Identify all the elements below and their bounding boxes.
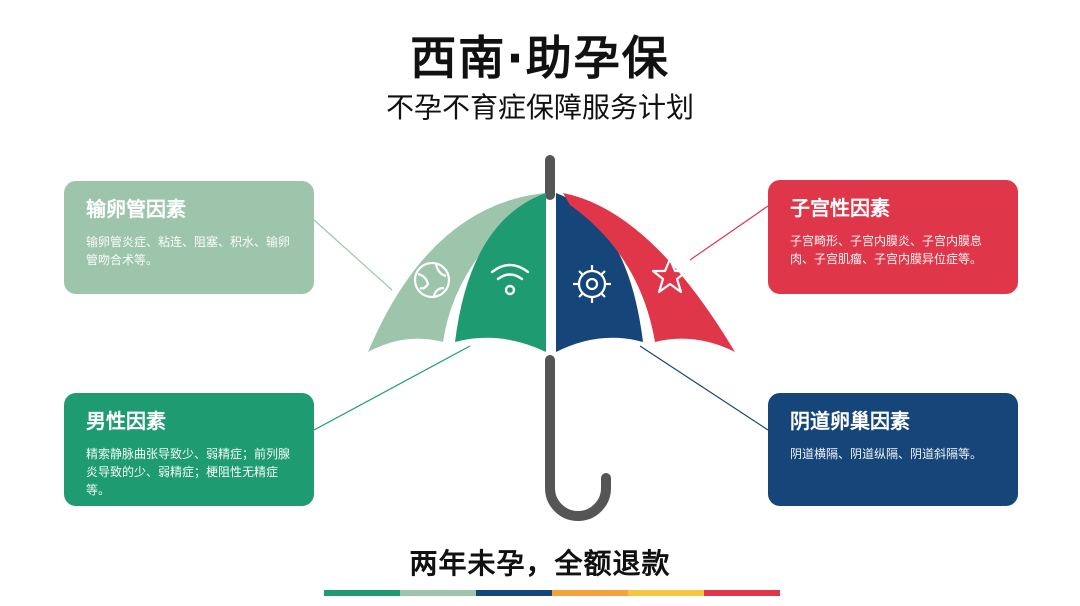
card-vaginal-ovarian: 阴道卵巢因素 阴道横隔、阴道纵隔、阴道斜隔等。 bbox=[768, 393, 1018, 506]
footer-tagline: 两年未孕，全额退款 bbox=[409, 547, 671, 580]
card-title-male: 男性因素 bbox=[86, 409, 166, 433]
card-title-uterine: 子宫性因素 bbox=[790, 196, 890, 220]
umbrella-segment-green bbox=[455, 193, 546, 352]
card-desc-vaginal-ovarian: 阴道横隔、阴道纵隔、阴道斜隔等。 bbox=[790, 447, 983, 461]
gear-icon bbox=[573, 265, 611, 303]
umbrella-segment-light-green bbox=[368, 193, 545, 352]
connector-line-vaginal-ovarian bbox=[639, 345, 769, 431]
connector-line-fallopian bbox=[313, 219, 393, 291]
card-uterine: 子宫性因素 子宫畸形、子宫内膜炎、子宫内膜息肉、子宫肌瘤、子宫内膜异位症等。 bbox=[768, 180, 1018, 294]
color-bar-segment bbox=[628, 590, 704, 596]
color-bar-segment bbox=[476, 590, 552, 596]
card-title-vaginal-ovarian: 阴道卵巢因素 bbox=[790, 409, 910, 433]
page-title: 西南·助孕保 bbox=[410, 31, 670, 85]
umbrella-handle bbox=[545, 355, 611, 521]
star-icon bbox=[651, 257, 689, 294]
page-subtitle: 不孕不育症保障服务计划 bbox=[385, 91, 694, 124]
card-desc-uterine: 子宫畸形、子宫内膜炎、子宫内膜息肉、子宫肌瘤、子宫内膜异位症等。 bbox=[790, 234, 983, 266]
wifi-icon bbox=[490, 263, 530, 296]
card-desc-fallopian: 输卵管炎症、粘连、阻塞、积水、输卵管吻合术等。 bbox=[86, 235, 291, 267]
color-bar-segment bbox=[552, 590, 628, 596]
card-male: 男性因素 精索静脉曲张导致少、弱精症；前列腺炎导致的少、弱精症；梗阻性无精症等。 bbox=[64, 393, 314, 506]
globe-icon bbox=[413, 261, 451, 299]
color-bar-segment bbox=[704, 590, 780, 596]
card-desc-male: 精索静脉曲张导致少、弱精症；前列腺炎导致的少、弱精症；梗阻性无精症等。 bbox=[86, 447, 291, 497]
umbrella-segment-red bbox=[563, 193, 735, 352]
card-fallopian: 输卵管因素 输卵管炎症、粘连、阻塞、积水、输卵管吻合术等。 bbox=[64, 181, 314, 294]
color-bar-segment bbox=[400, 590, 476, 596]
connector-line-uterine bbox=[689, 205, 769, 261]
connector-line-male bbox=[313, 345, 471, 431]
card-title-fallopian: 输卵管因素 bbox=[86, 197, 186, 221]
color-bar bbox=[324, 590, 780, 596]
color-bar-segment bbox=[324, 590, 400, 596]
